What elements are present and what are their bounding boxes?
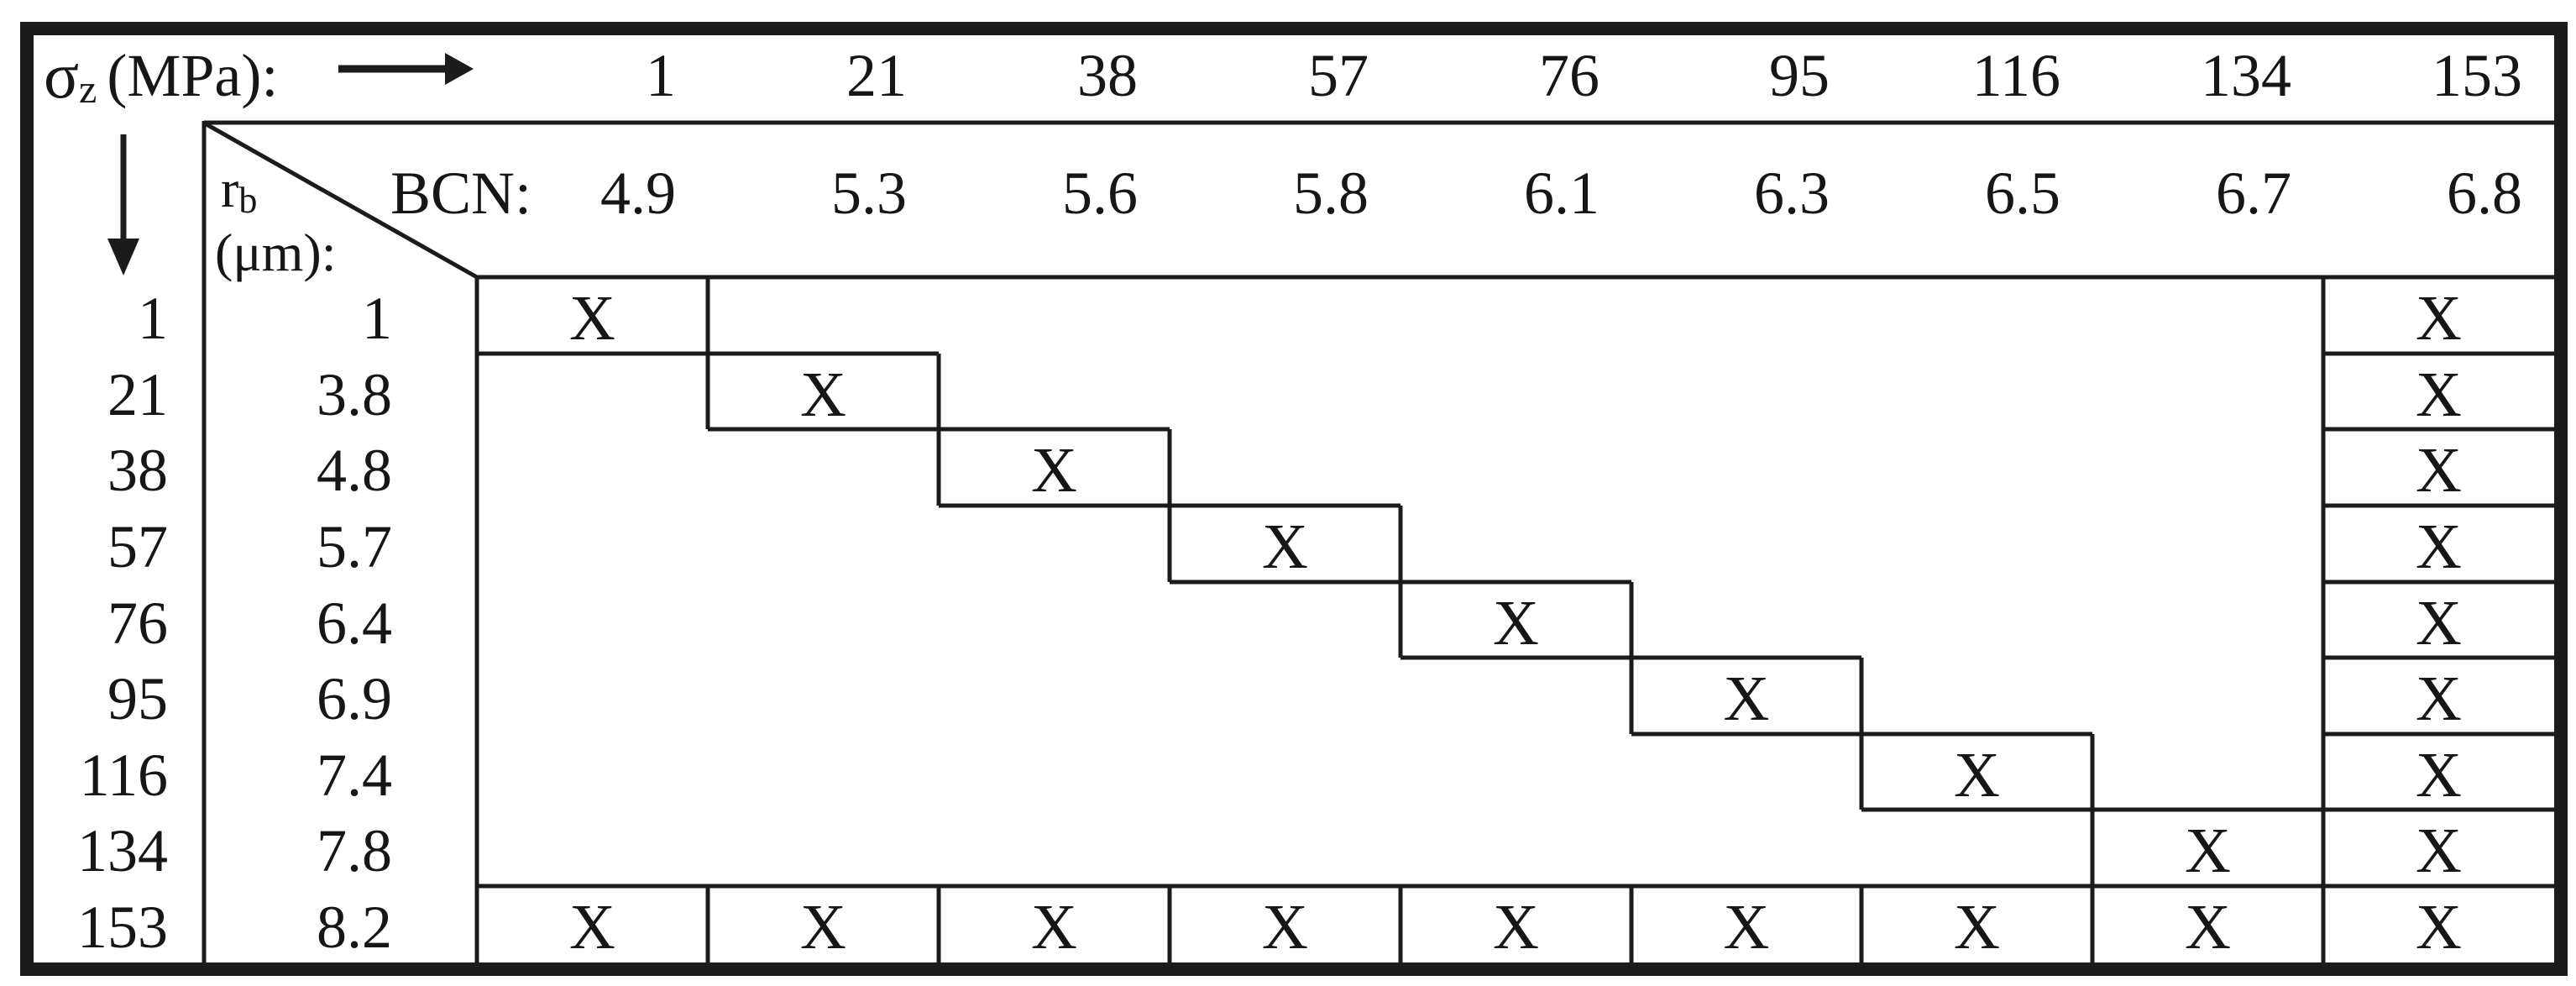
bcn-value: 6.1 — [1524, 159, 1600, 227]
matrix-mark: X — [2416, 359, 2462, 430]
matrix-mark: X — [800, 359, 846, 430]
bcn-value: 5.8 — [1293, 159, 1369, 227]
sigma-symbol: σ — [44, 39, 80, 112]
sigma-col-header: 95 — [1769, 41, 1830, 109]
matrix-mark: X — [2185, 816, 2231, 886]
sigma-col-header: 134 — [2201, 41, 2291, 109]
sigma-row-label: 76 — [107, 589, 168, 657]
sigma-subscript: z — [79, 66, 97, 112]
matrix-mark: X — [2416, 663, 2462, 734]
rb-value: 5.7 — [317, 513, 392, 580]
bcn-value: 6.7 — [2216, 159, 2291, 227]
matrix-mark: X — [2416, 892, 2462, 962]
sigma-col-header: 57 — [1308, 41, 1369, 109]
rb-value: 3.8 — [317, 360, 392, 428]
sigma-row-label: 1 — [138, 285, 168, 352]
matrix-mark: X — [1262, 892, 1308, 962]
down-arrow-icon — [107, 134, 139, 275]
matrix-mark: X — [2185, 892, 2231, 962]
sigma-row-label: 95 — [107, 665, 168, 732]
rb-subscript: b — [238, 179, 258, 221]
matrix-mark: X — [2416, 816, 2462, 886]
matrix-mark: X — [569, 283, 615, 354]
matrix-mark: X — [2416, 739, 2462, 810]
rb-value: 6.9 — [317, 665, 392, 732]
sigma-row-label: 153 — [77, 894, 168, 961]
outer-border — [20, 22, 2568, 976]
matrix-mark: X — [1723, 663, 1770, 734]
sigma-row-label: 57 — [107, 513, 168, 580]
rb-value: 7.8 — [317, 817, 392, 884]
sigma-row-label: 116 — [79, 741, 168, 809]
sigma-unit: (MPa): — [107, 41, 279, 109]
sigma-row-label: 38 — [107, 437, 168, 504]
sigma-col-header: 21 — [846, 41, 907, 109]
matrix-mark: X — [1954, 892, 2000, 962]
bcn-value: 5.6 — [1062, 159, 1138, 227]
bcn-value: 6.5 — [1985, 159, 2060, 227]
bcn-value: 6.3 — [1754, 159, 1830, 227]
matrix-mark: X — [1031, 435, 1077, 506]
bcn-label: BCN: — [390, 159, 531, 227]
sigma-col-header: 116 — [1971, 41, 2060, 109]
matrix-mark: X — [1723, 892, 1770, 962]
rb-value: 8.2 — [317, 894, 392, 961]
rb-value: 1 — [362, 285, 392, 352]
matrix-mark: X — [1493, 892, 1539, 962]
bcn-value: 5.3 — [831, 159, 907, 227]
matrix-mark: X — [2416, 587, 2462, 658]
matrix-mark: X — [2416, 435, 2462, 506]
sigma-col-header: 153 — [2432, 41, 2522, 109]
bcn-value: 6.8 — [2447, 159, 2522, 227]
matrix-mark: X — [1031, 892, 1077, 962]
matrix-mark: X — [800, 892, 846, 962]
sigma-col-header: 1 — [646, 41, 676, 109]
sigma-col-header: 38 — [1077, 41, 1138, 109]
matrix-mark: X — [2416, 283, 2462, 354]
diagonal-divider — [203, 121, 479, 280]
right-arrow-icon — [338, 53, 474, 85]
matrix-mark: X — [1262, 511, 1308, 582]
rb-axis-unit: (μm): — [215, 223, 337, 282]
sigma-row-label: 21 — [107, 360, 168, 428]
bcn-value: 4.9 — [600, 159, 676, 227]
matrix-mark: X — [569, 892, 615, 962]
sigma-col-header: 76 — [1539, 41, 1600, 109]
rb-symbol: r — [221, 159, 239, 218]
rb-value: 7.4 — [317, 741, 392, 809]
sigma-row-label: 134 — [77, 817, 168, 884]
matrix-mark: X — [2416, 511, 2462, 582]
matrix-mark: X — [1954, 739, 2000, 810]
rb-value: 6.4 — [317, 589, 392, 657]
matrix-mark: X — [1493, 587, 1539, 658]
rb-value: 4.8 — [317, 437, 392, 504]
